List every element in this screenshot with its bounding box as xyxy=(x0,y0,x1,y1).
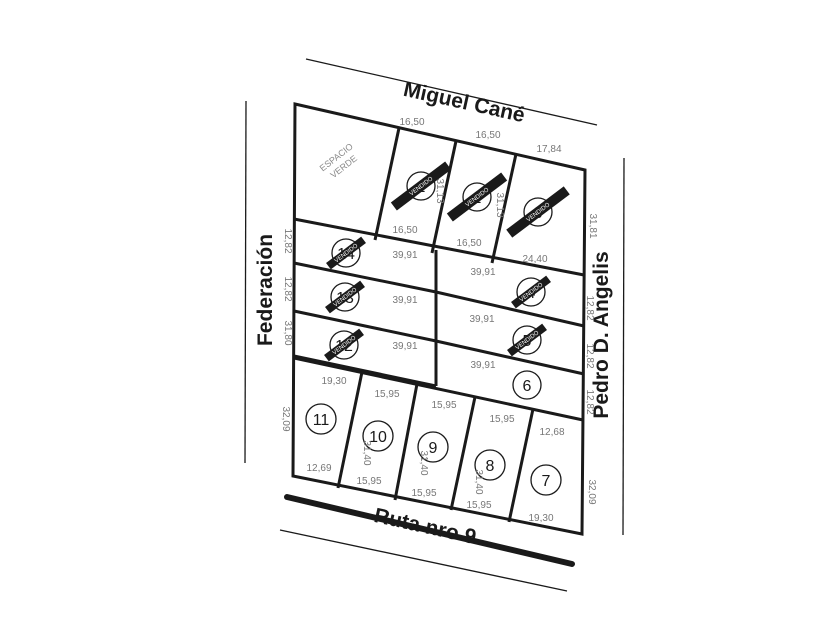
lot-number-circle xyxy=(417,431,449,463)
lot-marker-14[interactable]: 14 VENDIDO xyxy=(326,236,366,270)
lot-marker-6[interactable]: 6 xyxy=(512,370,542,400)
measurement: 39,91 xyxy=(392,295,417,306)
measurement: 16,50 xyxy=(456,238,481,249)
lot-marker-4[interactable]: 4 VENDIDO xyxy=(511,275,551,309)
lot-number-circle xyxy=(512,370,542,400)
green-space-label: ESPACIO VERDE xyxy=(318,141,359,180)
lot-number: 7 xyxy=(542,473,551,490)
measurement: 15,95 xyxy=(374,389,399,400)
measurement: 39,91 xyxy=(470,267,495,278)
measurement: 15,95 xyxy=(356,476,381,487)
street-name-west: Federación xyxy=(254,234,277,346)
measurement: 32,09 xyxy=(586,479,597,504)
lot-marker-7[interactable]: 7 xyxy=(530,464,562,496)
measurement: 12,82 xyxy=(282,228,293,253)
measurement: 31,81 xyxy=(587,213,598,238)
measurement: 31,40 xyxy=(361,440,372,465)
lot-number: 10 xyxy=(369,429,387,446)
lot-boundaries xyxy=(293,127,585,523)
measurement: 12,82 xyxy=(584,389,595,414)
lot-marker-12[interactable]: 12 VENDIDO xyxy=(324,328,364,362)
lot-number-circle xyxy=(305,403,337,435)
lot-marker-2[interactable]: 2 VENDIDO xyxy=(446,172,508,222)
measurement: 17,84 xyxy=(536,144,561,155)
route-thick-line xyxy=(284,494,575,567)
measurement: 12,68 xyxy=(539,427,564,438)
measurement: 32,09 xyxy=(280,406,291,431)
street-name-east: Pedro D. Angelis xyxy=(590,251,613,418)
sold-stamp: VENDIDO xyxy=(506,186,570,238)
measurement: 31,13 xyxy=(494,192,505,217)
lot-marker-5[interactable]: 5 VENDIDO xyxy=(507,323,547,357)
measurement: 19,30 xyxy=(528,513,553,524)
north-street-line xyxy=(305,58,598,126)
measurement: 16,50 xyxy=(399,117,424,128)
measurement: 31,40 xyxy=(418,450,429,475)
east-street-line xyxy=(622,157,625,536)
lot-number: 11 xyxy=(313,412,330,429)
lot-number: 6 xyxy=(523,378,532,395)
measurement: 15,95 xyxy=(431,400,456,411)
measurement: 15,95 xyxy=(411,488,436,499)
measurement: 12,69 xyxy=(306,463,331,474)
measurement: 15,95 xyxy=(466,500,491,511)
measurement: 31,40 xyxy=(473,469,484,494)
measurement: 12,82 xyxy=(584,295,595,320)
lot-marker-13[interactable]: 13 VENDIDO xyxy=(325,280,365,314)
lot-marker-3[interactable]: 3 VENDIDO xyxy=(506,186,570,238)
lot-marker-1[interactable]: 1 VENDIDO xyxy=(390,161,452,211)
lot-number-circle xyxy=(530,464,562,496)
measurement: 39,91 xyxy=(392,250,417,261)
measurement: 12,82 xyxy=(584,343,595,368)
lot-number: 9 xyxy=(429,440,438,457)
west-street-line xyxy=(244,100,247,464)
lot-marker-8[interactable]: 8 xyxy=(474,449,506,481)
measurement: 39,91 xyxy=(469,314,494,325)
lot-marker-10[interactable]: 10 xyxy=(362,420,394,452)
lot-marker-9[interactable]: 9 xyxy=(417,431,449,463)
lot-marker-11[interactable]: 11 xyxy=(305,403,337,435)
measurement: 15,95 xyxy=(489,414,514,425)
measurement: 12,82 xyxy=(282,276,293,301)
measurement: 16,50 xyxy=(475,130,500,141)
measurement: 16,50 xyxy=(392,225,417,236)
measurement: 19,30 xyxy=(321,376,346,387)
measurement: 24,40 xyxy=(522,254,547,265)
south-street-line xyxy=(279,529,568,592)
lot-number-circle xyxy=(362,420,394,452)
block-outline xyxy=(291,102,587,536)
measurement: 39,91 xyxy=(392,341,417,352)
measurement: 39,91 xyxy=(470,360,495,371)
lot-number-circle xyxy=(474,449,506,481)
measurement: 31,80 xyxy=(282,320,293,345)
lot-number: 8 xyxy=(486,458,495,475)
measurement: 31,13 xyxy=(434,178,445,203)
